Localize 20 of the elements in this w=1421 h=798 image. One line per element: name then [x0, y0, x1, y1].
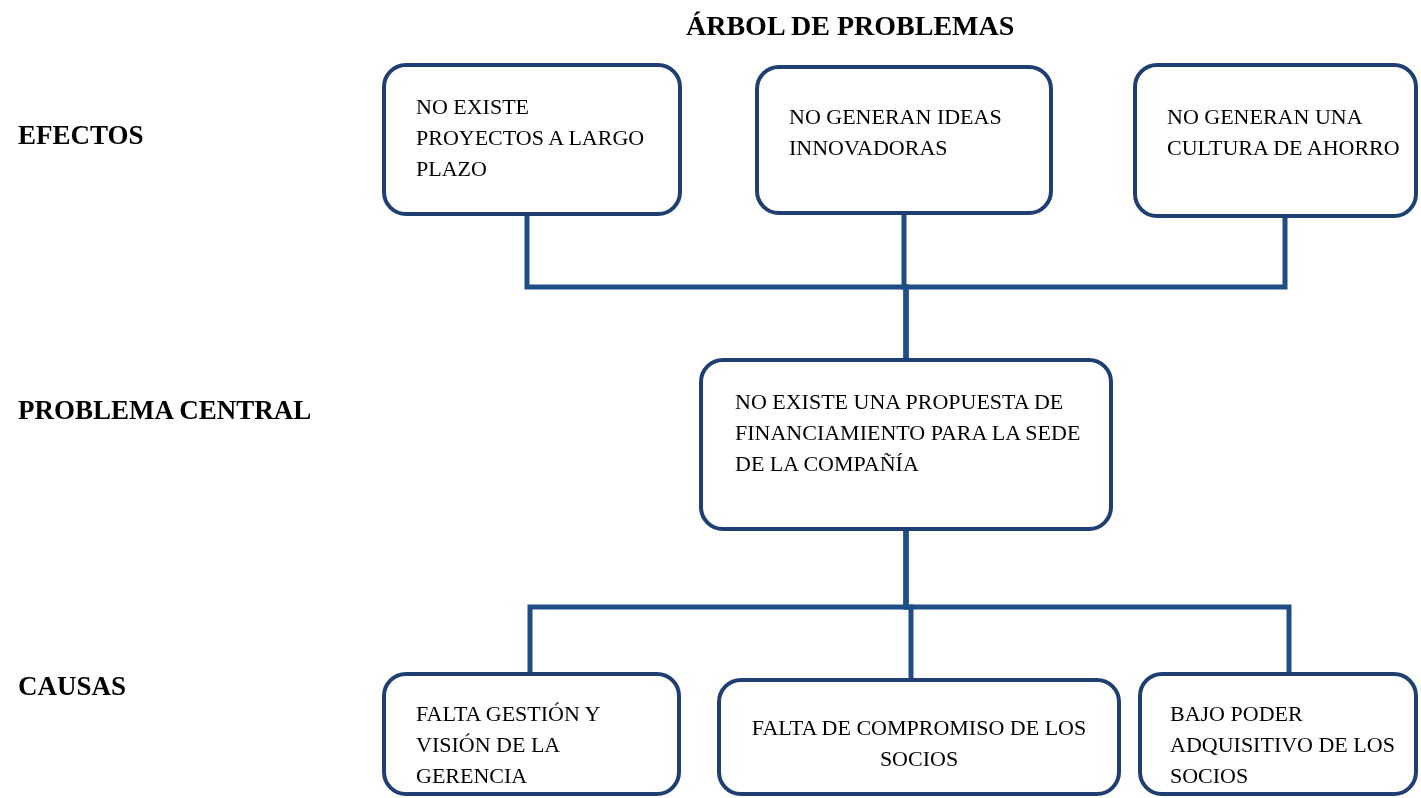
problem-box — [717, 678, 1121, 796]
connector-line — [903, 218, 1288, 358]
problem-box — [699, 358, 1113, 531]
box-text: FALTA DE COMPROMISO DE LOS SOCIOS — [750, 714, 1088, 773]
box-text: BAJO PODER ADQUISITIVO DE LOS SOCIOS — [1170, 700, 1396, 790]
problem-box — [755, 65, 1053, 215]
box-text: NO GENERAN UNA CULTURA DE AHORRO — [1167, 103, 1401, 162]
box-text: NO EXISTE UNA PROPUESTA DE FINANCIAMIENTO PARA LA SEDE DE LA COMPAÑÍA — [735, 388, 1082, 478]
problem-box — [382, 672, 681, 796]
row-label: EFECTOS — [18, 122, 144, 149]
box-text: NO EXISTE PROYECTOS A LARGO PLAZO — [416, 93, 646, 183]
diagram-title: ÁRBOL DE PROBLEMAS — [686, 12, 1015, 40]
row-label: PROBLEMA CENTRAL — [18, 397, 312, 424]
problem-box — [382, 63, 682, 216]
connector-line — [903, 531, 1292, 672]
row-label: CAUSAS — [18, 673, 127, 700]
problem-box — [1138, 672, 1418, 796]
box-text: NO GENERAN IDEAS INNOVADORAS — [789, 103, 1003, 162]
problem-box — [1133, 63, 1418, 218]
box-text: FALTA GESTIÓN Y VISIÓN DE LA GERENCIA — [416, 700, 601, 790]
